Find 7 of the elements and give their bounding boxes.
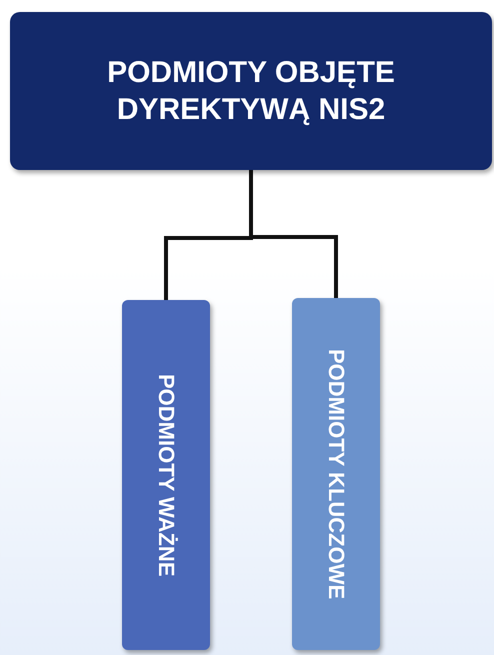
- category-bar: [122, 300, 210, 650]
- connector-line: [249, 170, 338, 298]
- bar-label: PODMIOTY WAŻNE: [152, 374, 180, 576]
- bar-label: PODMIOTY KLUCZOWE: [322, 348, 350, 600]
- category-bar: [292, 298, 380, 650]
- title-text: PODMIOTY OBJĘTE DYREKTYWĄ NIS2: [106, 54, 396, 128]
- title-box: [10, 12, 492, 170]
